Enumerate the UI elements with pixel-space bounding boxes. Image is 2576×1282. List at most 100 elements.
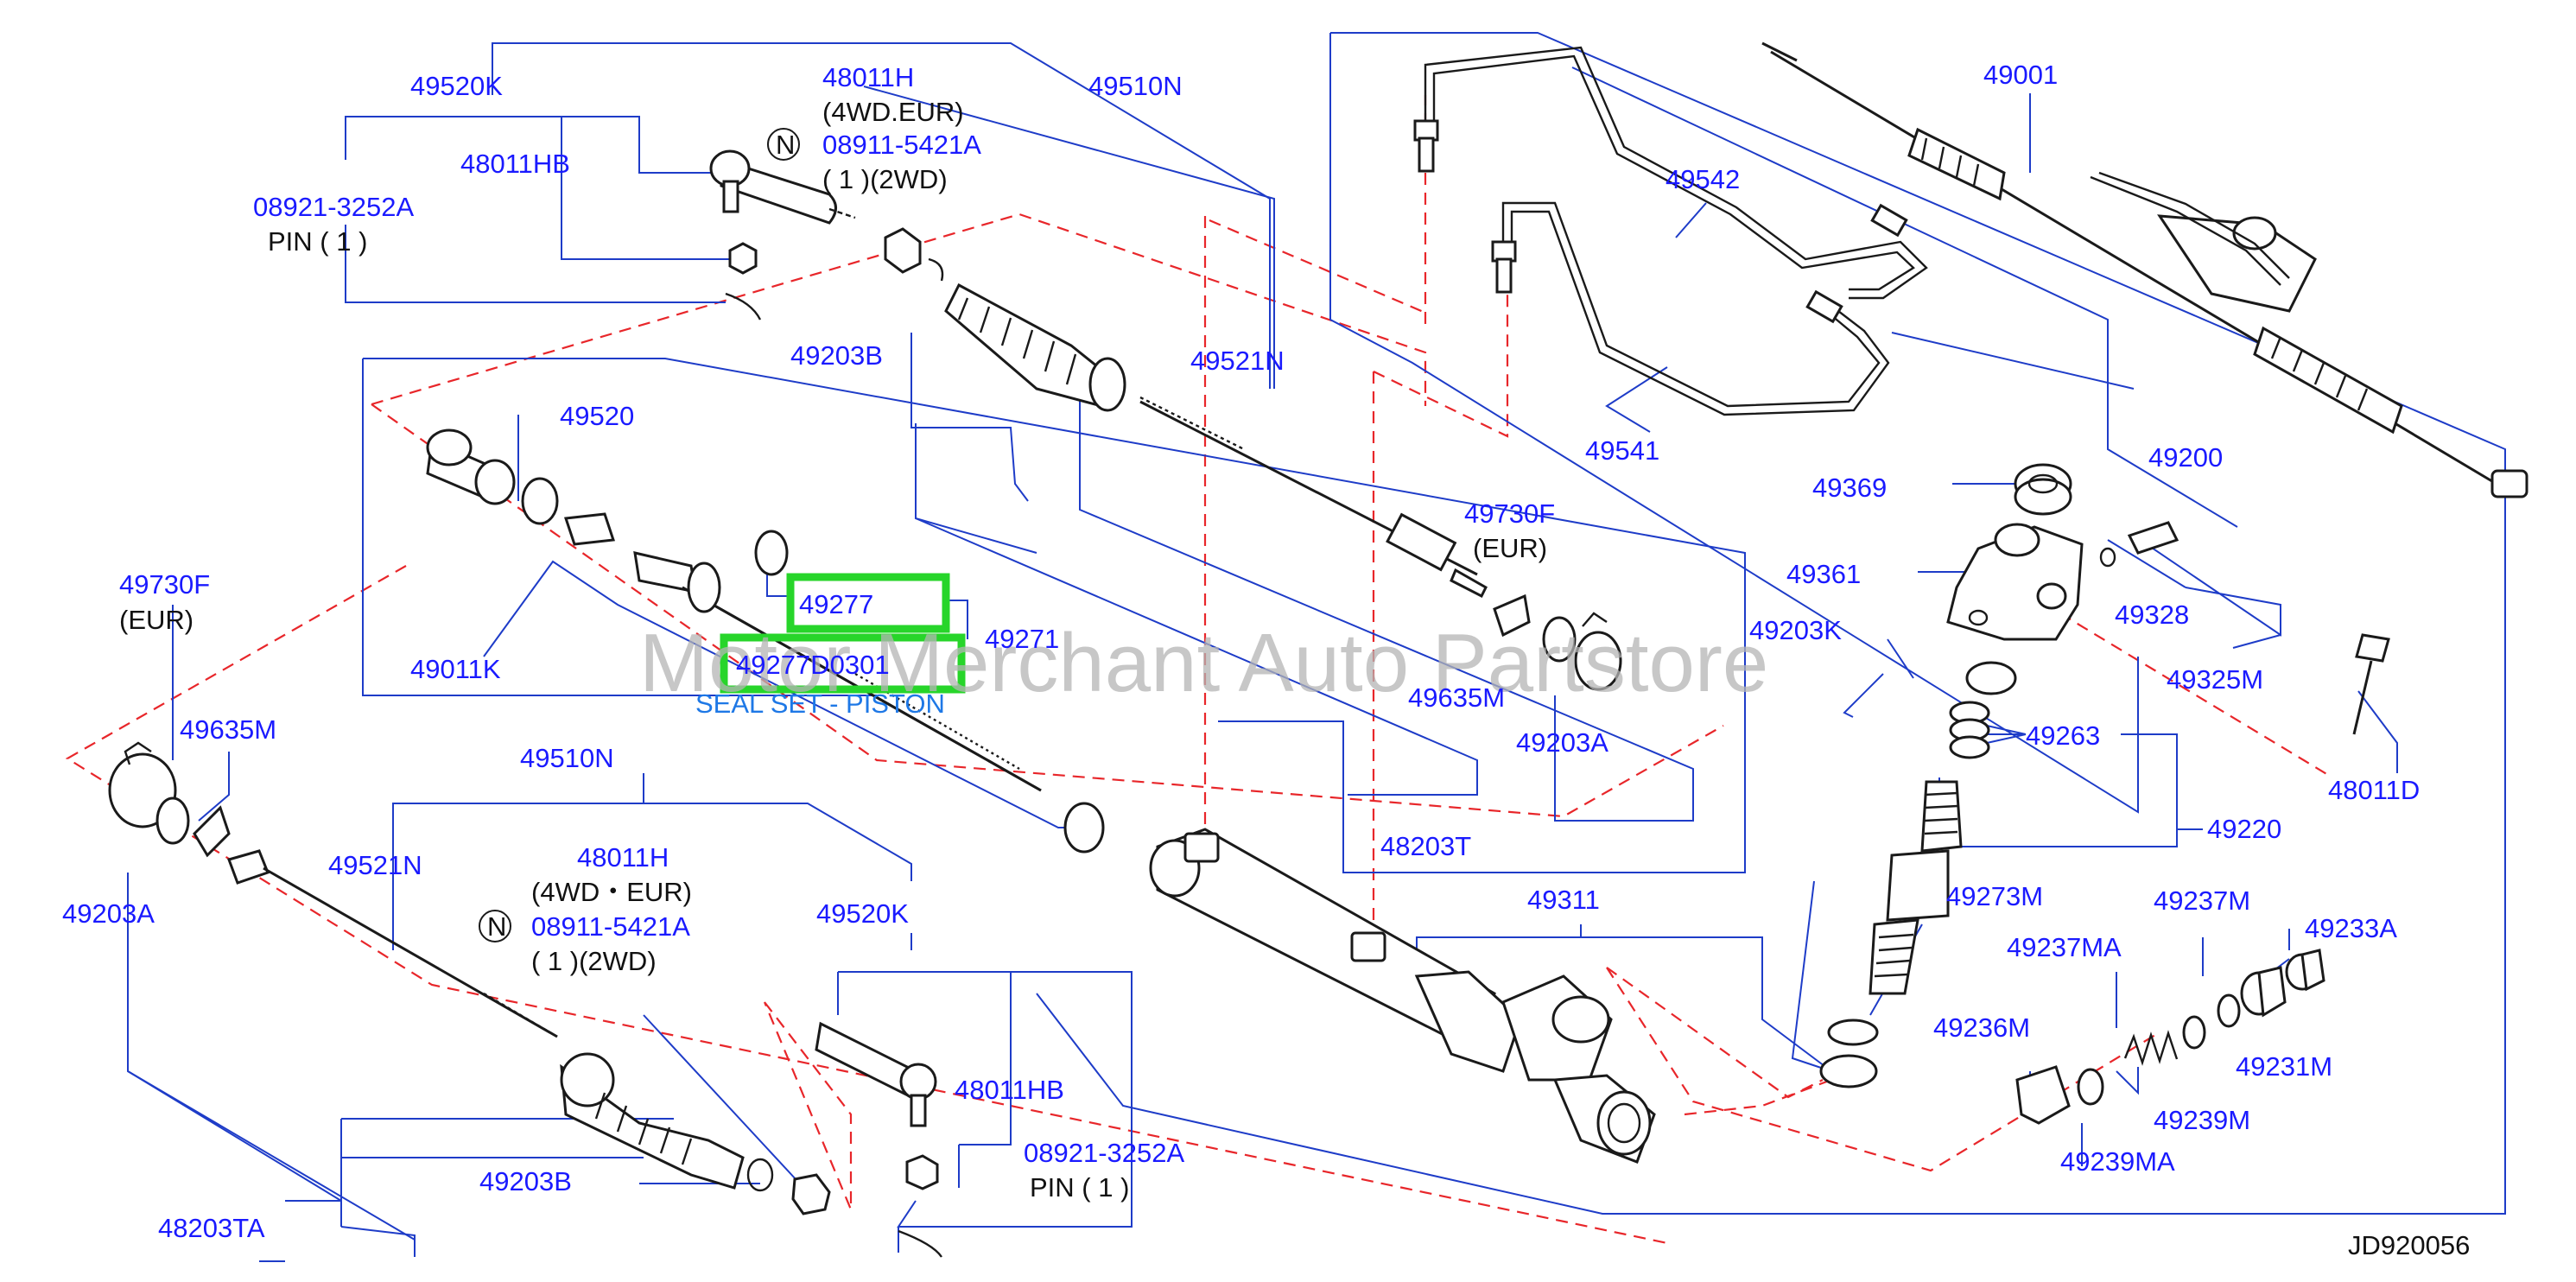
tie-rod-end-bottom [815, 1021, 937, 1127]
label-49011K[interactable]: 49011K [410, 654, 501, 684]
plate-49730F-left [193, 805, 231, 858]
label-49520[interactable]: 49520 [560, 401, 634, 431]
valve-housing-49361 [1946, 523, 2084, 641]
n-symbol-bottom [479, 910, 511, 942]
label-48011H-top[interactable]: 48011H [822, 62, 914, 92]
rack-bar-49271 [563, 512, 1042, 792]
ring-49203K [1965, 661, 2017, 695]
nut-top [728, 242, 758, 275]
spring-49237MA [2123, 1030, 2179, 1066]
sleeve-49520 [426, 428, 516, 505]
label-49203A-left[interactable]: 49203A [62, 898, 155, 929]
label-49635M-right[interactable]: 49635M [1408, 682, 1505, 713]
boot-top [944, 282, 1126, 412]
ring-49635M-left [155, 796, 190, 845]
nut-bottom [905, 1154, 939, 1190]
watermark: Motor Merchant Auto Partstore [639, 617, 1768, 709]
pinion-49220 [1869, 780, 1963, 995]
label-49237M[interactable]: 49237M [2154, 885, 2250, 916]
label-49236M[interactable]: 49236M [1933, 1012, 2030, 1043]
label-49271[interactable]: 49271 [985, 624, 1059, 654]
label-49220[interactable]: 49220 [2207, 814, 2281, 844]
label-49328[interactable]: 49328 [2115, 600, 2189, 630]
label-48011D[interactable]: 48011D [2328, 775, 2420, 805]
label-49521N-top[interactable]: 49521N [1190, 346, 1285, 376]
bolt-48011D [2352, 633, 2390, 735]
n-symbol-top [767, 128, 800, 161]
label-48011HB-top[interactable]: 48011HB [460, 149, 570, 179]
label-49635M-left[interactable]: 49635M [180, 714, 276, 745]
label-49361[interactable]: 49361 [1786, 559, 1861, 589]
label-4wd-eur-top: (4WD.EUR) [822, 97, 964, 127]
callout-labels: 49520K 48011H (4WD.EUR) N 08911-5421A ( … [62, 60, 2470, 1260]
label-49263[interactable]: 49263 [2026, 720, 2100, 751]
label-49730F-left[interactable]: 49730F [119, 569, 210, 600]
ring-49635M-right [1542, 616, 1577, 663]
n-symbol-top-text: N [776, 130, 795, 160]
label-49233A[interactable]: 49233A [2305, 913, 2397, 943]
label-49541[interactable]: 49541 [1585, 435, 1659, 466]
ring-49239MA [2077, 1068, 2104, 1106]
label-qty-2wd-top: ( 1 )(2WD) [822, 164, 948, 194]
label-pin-top: PIN ( 1 ) [268, 226, 367, 257]
label-49520K-top[interactable]: 49520K [410, 71, 503, 101]
label-49325M[interactable]: 49325M [2167, 664, 2263, 695]
ring-bottom [746, 1158, 774, 1192]
label-48203TA[interactable]: 48203TA [158, 1213, 265, 1243]
label-pin-bottom: PIN ( 1 ) [1030, 1172, 1129, 1203]
label-48011H-bottom[interactable]: 48011H [577, 842, 669, 873]
label-eur-right: (EUR) [1473, 533, 1547, 563]
label-seal-set-piston: SEAL SET - PISTON [695, 689, 945, 719]
label-eur-left: (EUR) [119, 605, 194, 635]
ring-49239M [2182, 1015, 2206, 1050]
pin-top [725, 292, 762, 320]
yoke-49236M [2015, 1065, 2071, 1125]
label-49203A-right[interactable]: 49203A [1516, 727, 1608, 758]
label-49277[interactable]: 49277 [799, 589, 873, 619]
seal-ring-49277 [754, 530, 789, 576]
label-49200[interactable]: 49200 [2148, 442, 2223, 473]
plate-49730F-right [1493, 593, 1531, 638]
lock-nut-top [884, 227, 922, 274]
lock-nut-bottom [791, 1173, 831, 1215]
end-ring [1063, 802, 1105, 854]
seals-49263 [1949, 701, 1990, 759]
seal-49369 [2014, 463, 2072, 516]
parts [108, 41, 2528, 1258]
tie-rod-end-top [709, 149, 856, 225]
label-08921-3252A-top[interactable]: 08921-3252A [253, 192, 414, 222]
pipe-49542 [1413, 46, 1928, 300]
label-49273M[interactable]: 49273M [1946, 881, 2043, 911]
label-49239M[interactable]: 49239M [2154, 1105, 2250, 1135]
label-48203T[interactable]: 48203T [1380, 831, 1471, 861]
label-49510N-top[interactable]: 49510N [1088, 71, 1183, 101]
ring-49237M [2217, 993, 2241, 1028]
label-49730F-right[interactable]: 49730F [1464, 498, 1555, 529]
boot-bottom [560, 1052, 745, 1190]
ring-49273M [1827, 1019, 1879, 1046]
label-49521N-bottom[interactable]: 49521N [328, 850, 422, 880]
ring-49273M-b [1819, 1054, 1878, 1088]
label-49001[interactable]: 49001 [1983, 60, 2058, 90]
inner-tie-rod-top [1139, 396, 1488, 599]
n-symbol-bottom-text: N [487, 911, 506, 942]
label-49203K[interactable]: 49203K [1749, 615, 1842, 645]
label-08921-3252A-bottom[interactable]: 08921-3252A [1024, 1138, 1184, 1168]
ring-49011 [521, 477, 559, 525]
label-49369[interactable]: 49369 [1812, 473, 1887, 503]
label-49203B-bottom[interactable]: 49203B [479, 1166, 572, 1196]
label-49311[interactable]: 49311 [1527, 885, 1600, 915]
label-49237MA[interactable]: 49237MA [2007, 932, 2122, 962]
label-08911-5421A-bottom[interactable]: 08911-5421A [531, 911, 690, 942]
label-49203B-top[interactable]: 49203B [790, 340, 883, 371]
label-49277D0301[interactable]: 49277D0301 [736, 650, 890, 680]
label-49542[interactable]: 49542 [1666, 164, 1740, 194]
label-49239MA[interactable]: 49239MA [2060, 1146, 2175, 1177]
label-48011HB-bottom[interactable]: 48011HB [955, 1075, 1064, 1105]
label-49231M[interactable]: 49231M [2236, 1051, 2332, 1082]
inner-tie-rod-bottom [227, 849, 558, 1038]
label-49510N-bottom[interactable]: 49510N [520, 743, 614, 773]
label-49520K-bottom[interactable]: 49520K [816, 898, 909, 929]
label-08911-5421A-top[interactable]: 08911-5421A [822, 130, 981, 160]
